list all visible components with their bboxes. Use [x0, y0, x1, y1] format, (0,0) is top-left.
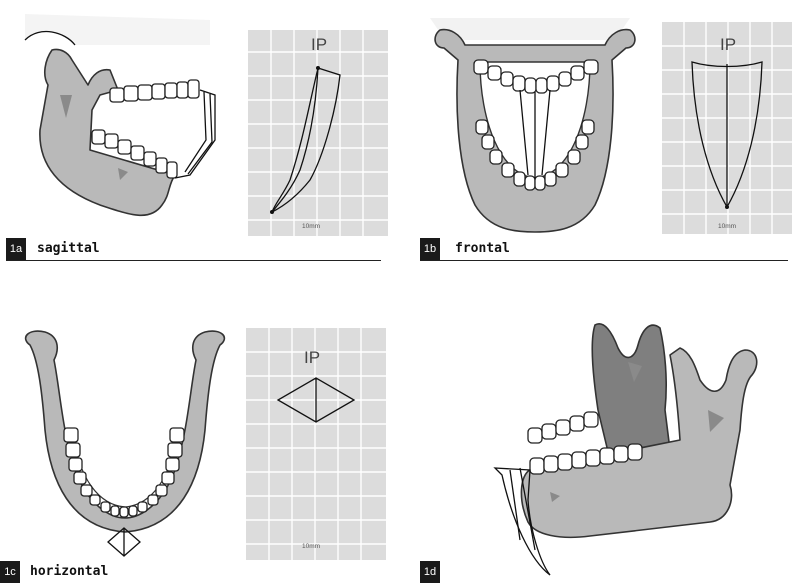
sagittal-grid-title: IP: [311, 35, 327, 54]
panel-label-horizontal: horizontal: [30, 564, 108, 579]
panel-label-frontal: frontal: [455, 241, 510, 256]
panel-id-1a: 1a: [6, 238, 26, 260]
panel-id-1d: 1d: [420, 561, 440, 583]
panel-1c-horizontal: IP 10mm 1c horizontal: [0, 300, 390, 583]
oblique-illustration: [410, 300, 795, 583]
panel-id-1c: 1c: [0, 561, 20, 583]
mandible-back: [592, 324, 670, 460]
sagittal-scale: 10mm: [302, 223, 320, 230]
mandible-sagittal: [40, 49, 175, 215]
panel-label-sagittal: sagittal: [37, 241, 100, 256]
panel-1b-rule: [420, 260, 788, 261]
frontal-scale: 10mm: [718, 223, 736, 230]
skull-outline: [25, 14, 210, 45]
panel-1b-frontal: IP 10mm 1b frontal: [410, 0, 795, 270]
upper-teeth: [110, 80, 199, 102]
back-teeth: [528, 412, 598, 443]
mandible-horizontal: [26, 331, 225, 532]
sagittal-grid: [248, 30, 388, 236]
panel-1d: 1d: [410, 300, 795, 583]
sagittal-illustration: IP 10mm: [0, 0, 390, 270]
frontal-grid-title: IP: [720, 35, 736, 54]
panel-id-1b: 1b: [420, 238, 440, 260]
panel-1a-sagittal: IP 10mm 1a sagittal: [0, 0, 390, 270]
horizontal-grid-title: IP: [304, 348, 320, 367]
horizontal-diamond-small: [108, 528, 140, 556]
horizontal-scale: 10mm: [302, 543, 320, 550]
frontal-illustration: IP 10mm: [410, 0, 795, 270]
horizontal-illustration: IP 10mm: [0, 300, 390, 583]
panel-1a-rule: [6, 260, 381, 261]
